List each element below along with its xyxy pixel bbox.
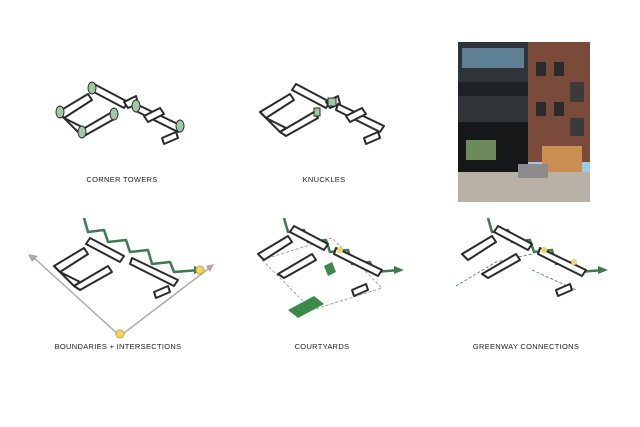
building-massing	[57, 83, 183, 145]
building-photo	[458, 42, 590, 202]
panel-knuckles: KNUCKLES	[234, 60, 414, 220]
building-exterior-photo	[458, 42, 590, 202]
courtyards-diagram	[257, 217, 404, 318]
greenway-diagram	[455, 217, 608, 297]
caption-corner-towers: CORNER TOWERS	[86, 175, 158, 184]
panel-greenway: GREENWAY CONNECTIONS	[436, 214, 616, 374]
building-massing	[53, 237, 179, 299]
knuckle-highlights	[313, 97, 337, 117]
courtyard-boundary	[261, 237, 383, 311]
greenway-path	[82, 217, 201, 274]
intersection-markers	[541, 247, 577, 265]
caption-boundaries: BOUNDARIES + INTERSECTIONS	[54, 342, 182, 351]
caption-courtyards: COURTYARDS	[294, 342, 350, 351]
caption-greenway: GREENWAY CONNECTIONS	[472, 342, 580, 351]
intersection-marker	[337, 247, 343, 253]
panel-corner-towers: CORNER TOWERS	[32, 60, 212, 220]
boundary-arrow-left	[28, 254, 38, 262]
building-massing	[257, 225, 383, 297]
intersection-markers	[115, 265, 205, 339]
caption-knuckles: KNUCKLES	[302, 175, 346, 184]
building-massing	[259, 83, 385, 145]
panel-boundaries: BOUNDARIES + INTERSECTIONS	[28, 214, 214, 374]
tower-highlights	[55, 81, 185, 139]
boundary-arrow-right	[206, 264, 214, 272]
panel-courtyards: COURTYARDS	[232, 214, 412, 374]
building-massing	[461, 225, 587, 297]
knuckles-diagram	[259, 83, 385, 145]
greenway-arrow	[394, 266, 404, 274]
greenway-arrow	[598, 266, 608, 274]
corner-towers-diagram	[55, 81, 185, 145]
courtyard-fills	[288, 262, 336, 318]
boundaries-diagram	[28, 217, 214, 339]
